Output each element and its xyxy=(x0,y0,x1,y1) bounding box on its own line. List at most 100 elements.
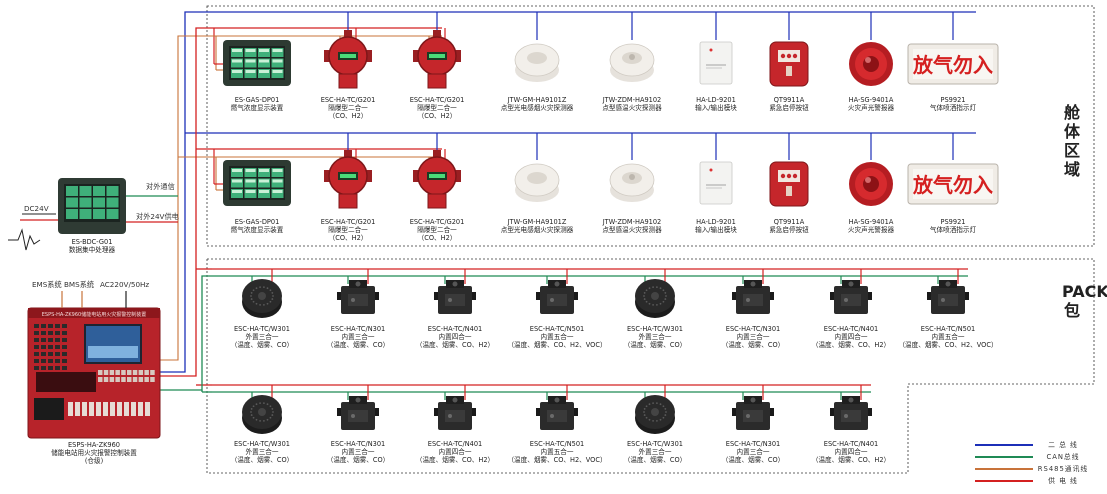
external-power-label: 对外24V供电 xyxy=(136,212,179,222)
two-bus-trunk xyxy=(160,11,214,373)
device-desc-detail: （温度、烟雾、CO） xyxy=(623,341,687,349)
external-sensor-icon xyxy=(242,395,282,434)
controller-panel-title: ESPS-HA-ZK960储能电站用火灾报警控制装置 xyxy=(42,311,146,318)
device-desc: 点型光电感烟火灾探测器 xyxy=(500,226,574,234)
device-desc: 内置三合一 xyxy=(341,333,375,341)
cabin-title-char: 舱 xyxy=(1063,103,1080,122)
device-desc: 燃气浓度显示装置 xyxy=(230,104,284,112)
pack-region-title: PACK包 xyxy=(1062,282,1107,320)
bms-label: BMS系统 xyxy=(64,280,94,290)
device-desc-detail: （CO、H2） xyxy=(328,112,368,120)
device-desc: 点型光电感烟火灾探测器 xyxy=(500,104,574,112)
ac-label: AC220V/50Hz xyxy=(100,280,149,289)
release-sign-text: 放气勿入 xyxy=(912,53,993,77)
device-model: ESC-HA-TC/N401 xyxy=(427,325,483,333)
device-desc-detail: （温度、烟雾、CO、H2） xyxy=(415,341,495,349)
device-desc: 内置五合一 xyxy=(540,333,574,341)
controller-level: (仓级) xyxy=(84,457,104,465)
release-sign-text: 放气勿入 xyxy=(912,173,993,197)
internal-sensor-icon xyxy=(536,280,578,314)
bdc-unit xyxy=(58,178,126,234)
device-desc-detail: （CO、H2） xyxy=(417,112,457,120)
device-desc: 火灾声光警报器 xyxy=(847,104,895,112)
device-desc: 外置三合一 xyxy=(245,448,279,456)
cabin-region-border xyxy=(206,5,1095,247)
device-desc: 外置三合一 xyxy=(638,448,672,456)
io-module-icon xyxy=(699,41,733,85)
explosion-proof-detector-icon xyxy=(324,150,372,209)
device-model: ES-GAS-DP01 xyxy=(234,218,280,226)
external-comm-label: 对外通信 xyxy=(146,182,175,192)
device-desc: 内置四合一 xyxy=(834,333,868,341)
ems-label: EMS系统 xyxy=(32,280,62,290)
device-model: ESC-HA-TC/G201 xyxy=(320,96,376,104)
internal-sensor-icon xyxy=(830,396,872,430)
device-model: ESC-HA-TC/W301 xyxy=(626,325,684,333)
device-model: PS9921 xyxy=(940,96,966,104)
internal-sensor-icon xyxy=(927,280,969,314)
io-module-icon xyxy=(699,161,733,205)
device-desc-detail: （温度、烟雾、CO、H2） xyxy=(811,456,891,464)
device-desc: 隔爆型二合一 xyxy=(417,104,457,112)
heat-detector-icon xyxy=(609,43,655,82)
device-desc: 气体喷洒指示灯 xyxy=(929,104,977,112)
legend-item: 二 总 线 xyxy=(975,439,1095,449)
smoke-detector-icon xyxy=(514,163,560,202)
legend-swatch xyxy=(975,444,1033,446)
bdc-desc: 数据集中处理器 xyxy=(68,246,116,254)
device-model: ES-GAS-DP01 xyxy=(234,96,280,104)
device-model: ESC-HA-TC/N401 xyxy=(823,325,879,333)
device-desc-detail: （温度、烟雾、CO） xyxy=(326,341,390,349)
device-model: HA-LD-9201 xyxy=(696,218,736,226)
device-model: JTW-ZDM-HA9102 xyxy=(602,96,662,104)
release-sign-icon: 放气勿入 xyxy=(907,163,999,205)
device-model: ESC-HA-TC/N301 xyxy=(330,325,386,333)
device-model: ESC-HA-TC/G201 xyxy=(409,218,465,226)
device-desc-detail: （温度、烟雾、CO） xyxy=(230,341,294,349)
device-model: JTW-GM-HA9101Z xyxy=(507,218,567,226)
device-desc-detail: （温度、烟雾、CO） xyxy=(230,456,294,464)
internal-sensor-icon xyxy=(830,280,872,314)
pack-title-char: K xyxy=(1096,282,1107,301)
device-desc: 内置三合一 xyxy=(736,448,770,456)
device-desc: 内置五合一 xyxy=(540,448,574,456)
device-desc-detail: （温度、烟雾、CO、H2） xyxy=(811,341,891,349)
device-desc-detail: （温度、烟雾、CO） xyxy=(326,456,390,464)
device-model: ESC-HA-TC/N401 xyxy=(427,440,483,448)
device-desc-detail: （温度、烟雾、CO、H2、VOC） xyxy=(507,341,607,349)
pack-title-char: P xyxy=(1062,282,1073,301)
internal-sensor-icon xyxy=(732,396,774,430)
legend-item: CAN总线 xyxy=(975,451,1095,461)
legend-label: 供 电 线 xyxy=(1048,477,1078,485)
device-model: JTW-GM-HA9101Z xyxy=(507,96,567,104)
device-desc-detail: （温度、烟雾、CO） xyxy=(721,456,785,464)
explosion-proof-detector-icon xyxy=(324,30,372,89)
device-desc-detail: （CO、H2） xyxy=(328,234,368,242)
device-desc-detail: （CO、H2） xyxy=(417,234,457,242)
legend-label: 二 总 线 xyxy=(1048,441,1078,449)
internal-sensor-icon xyxy=(732,280,774,314)
device-desc: 紧急启停按钮 xyxy=(769,226,809,234)
device-desc: 点型感温火灾探测器 xyxy=(602,226,662,234)
